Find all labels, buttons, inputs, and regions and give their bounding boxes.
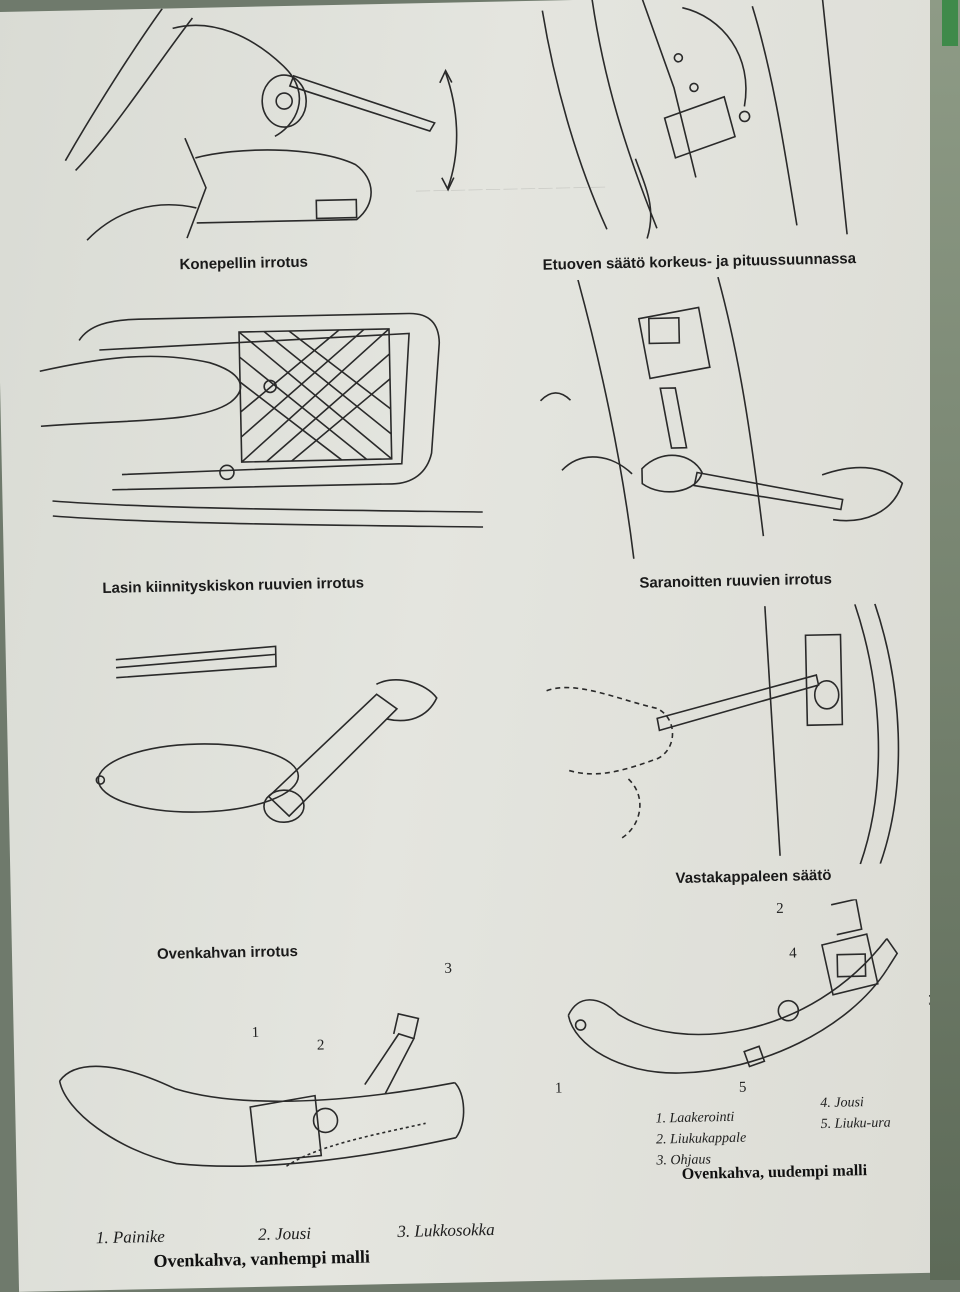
handle-removal-illustration <box>95 645 438 824</box>
glass-rail-illustration <box>39 312 484 528</box>
new-legend-item-5: 5. Liuku-ura <box>820 1115 891 1133</box>
hinge-screws-illustration <box>539 276 904 559</box>
hood-removal-illustration <box>64 8 458 241</box>
new-callout-2: 2 <box>776 900 784 917</box>
caption-hinges: Saranoitten ruuvien irrotus <box>639 570 833 592</box>
background-edge <box>930 0 960 1280</box>
old-callout-2: 2 <box>316 1037 325 1054</box>
new-handle-legend-left: 1. Laakerointi 2. Liukukappale 3. Ohjaus <box>655 1107 747 1172</box>
new-callout-1: 1 <box>554 1080 563 1097</box>
new-callout-4: 4 <box>788 945 797 962</box>
front-door-adjustment-illustration <box>541 0 848 239</box>
old-legend-item-2: 2. Jousi <box>257 1223 312 1244</box>
caption-hood: Konepellin irrotus <box>179 253 309 274</box>
new-callout-5: 5 <box>738 1079 747 1096</box>
new-handle-title: Ovenkahva, uudempi malli <box>681 1162 868 1183</box>
new-legend-item-1: 1. Laakerointi <box>655 1109 735 1127</box>
green-tab <box>942 0 958 46</box>
old-handle-legend: 1. Painike 2. Jousi 3. Lukkosokka <box>96 1220 495 1248</box>
caption-handle-removal: Ovenkahvan irrotus <box>156 942 299 963</box>
striker-adjustment-illustration <box>546 603 900 865</box>
caption-glass-rail: Lasin kiinnityskiskon ruuvien irrotus <box>102 574 365 597</box>
old-handle-title: Ovenkahva, vanhempi malli <box>153 1246 371 1272</box>
new-handle-legend-right: 4. Jousi 5. Liuku-ura <box>820 1092 891 1135</box>
new-legend-item-2: 2. Liukukappale <box>655 1130 747 1148</box>
old-handle-illustration <box>58 1012 465 1167</box>
new-legend-item-4: 4. Jousi <box>820 1095 865 1112</box>
caption-striker: Vastakappaleen säätö <box>675 866 832 888</box>
old-callout-1: 1 <box>251 1024 260 1041</box>
old-callout-3: 3 <box>444 960 453 977</box>
old-legend-item-3: 3. Lukkosokka <box>397 1219 495 1241</box>
new-handle-illustration <box>567 898 899 1074</box>
old-legend-item-1: 1. Painike <box>95 1226 166 1248</box>
caption-front-door: Etuoven säätö korkeus- ja pituussuunnass… <box>542 250 857 274</box>
